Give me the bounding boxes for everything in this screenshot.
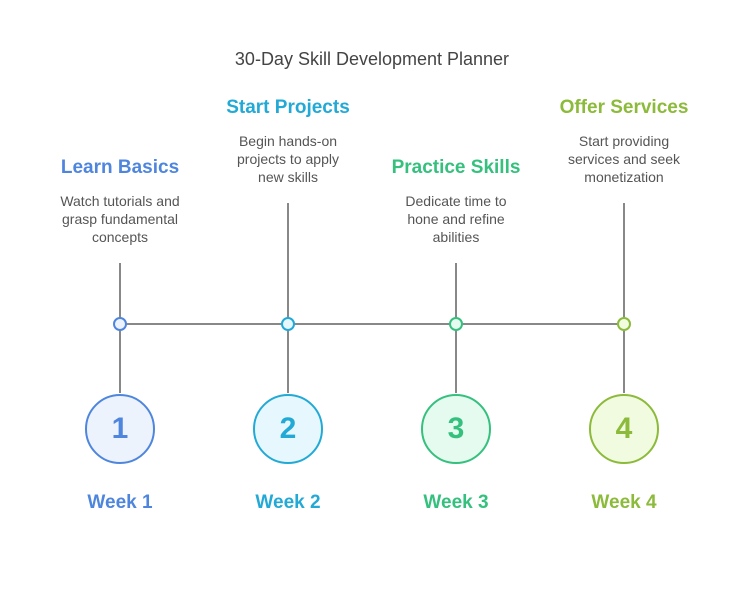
step-circle-3: 3 bbox=[421, 394, 491, 464]
week-label-2: Week 2 bbox=[255, 492, 321, 513]
stage-heading: Learn Basics bbox=[60, 157, 180, 178]
stage-offer-services: Offer Services Start providing services … bbox=[540, 97, 708, 186]
stage-description: Dedicate time to hone and refine abiliti… bbox=[405, 193, 507, 245]
step-circle-2: 2 bbox=[253, 394, 323, 464]
stage-description: Start providing services and seek moneti… bbox=[567, 133, 681, 185]
step-circle-1: 1 bbox=[85, 394, 155, 464]
timeline-node-2 bbox=[281, 317, 295, 331]
timeline-node-3 bbox=[449, 317, 463, 331]
timeline-node-4 bbox=[617, 317, 631, 331]
stage-description: Begin hands-on projects to apply new ski… bbox=[237, 133, 339, 185]
stage-start-projects: Start Projects Begin hands-on projects t… bbox=[204, 97, 372, 186]
stage-heading: Offer Services bbox=[559, 97, 689, 118]
stage-heading: Practice Skills bbox=[391, 157, 521, 178]
stage-practice-skills: Practice Skills Dedicate time to hone an… bbox=[372, 157, 540, 246]
step-circle-4: 4 bbox=[589, 394, 659, 464]
stage-heading: Start Projects bbox=[226, 97, 350, 118]
week-label-3: Week 3 bbox=[423, 492, 489, 513]
week-label-4: Week 4 bbox=[591, 492, 657, 513]
stage-learn-basics: Learn Basics Watch tutorials and grasp f… bbox=[36, 157, 204, 246]
stage-description: Watch tutorials and grasp fundamental co… bbox=[60, 193, 180, 245]
diagram-title: 30-Day Skill Development Planner bbox=[234, 49, 510, 69]
week-label-1: Week 1 bbox=[87, 492, 153, 513]
timeline-node-1 bbox=[113, 317, 127, 331]
